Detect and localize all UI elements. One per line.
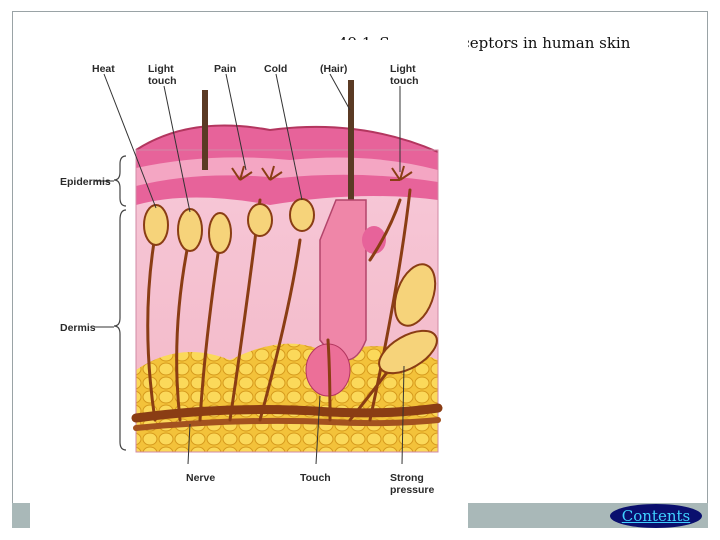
top-labels: Heat Light touch Pain Cold (Hair) Light …	[92, 63, 419, 87]
skin-diagram-svg: Heat Light touch Pain Cold (Hair) Light …	[30, 40, 468, 502]
label-light-touch-1b: touch	[148, 75, 177, 87]
label-light-touch-2a: Light	[390, 63, 416, 75]
label-nerve: Nerve	[186, 472, 215, 484]
skin-diagram: Heat Light touch Pain Cold (Hair) Light …	[30, 40, 468, 502]
contents-button[interactable]: Contents	[610, 504, 702, 528]
contents-link-text[interactable]: Contents	[622, 507, 690, 525]
label-pain: Pain	[214, 63, 236, 75]
label-light-touch-2b: touch	[390, 75, 419, 87]
layer-brackets	[114, 156, 126, 450]
label-touch: Touch	[300, 472, 331, 484]
label-strong: Strong	[390, 472, 424, 484]
hair-shaft-left	[202, 90, 208, 170]
footer-white-panel	[30, 503, 468, 528]
label-heat: Heat	[92, 63, 115, 75]
label-dermis: Dermis	[60, 322, 96, 334]
label-hair: (Hair)	[320, 63, 347, 75]
label-epidermis: Epidermis	[60, 176, 111, 188]
label-light-touch-1a: Light	[148, 63, 174, 75]
label-cold: Cold	[264, 63, 287, 75]
label-pressure: pressure	[390, 484, 435, 496]
